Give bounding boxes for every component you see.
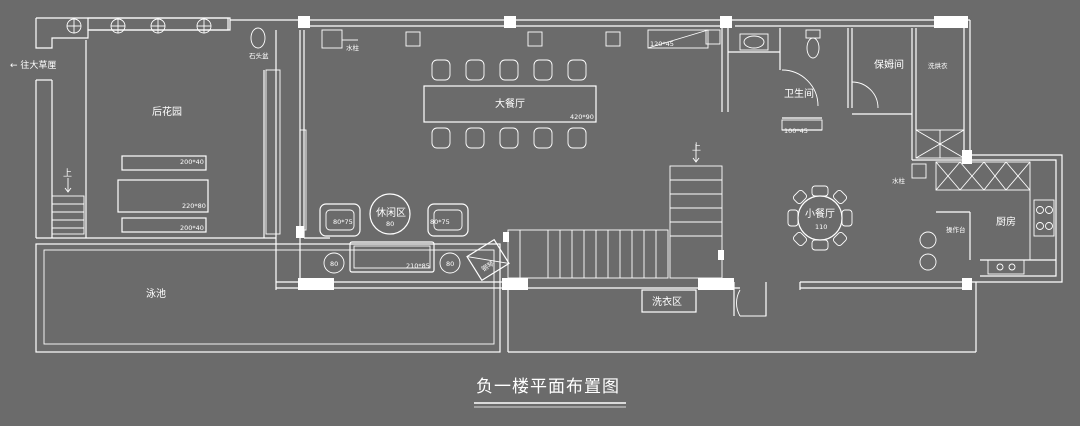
dim-stool-right: 80 — [446, 260, 454, 268]
label-water-pillar-1: 水柱 — [346, 43, 360, 52]
label-up-1: 上 — [63, 168, 72, 179]
cabinet — [647, 29, 709, 49]
label-water-pillar-2: 水柱 — [892, 176, 906, 185]
dim-armchair-left: 80*75 — [333, 218, 353, 226]
bathroom-fixtures — [739, 29, 927, 179]
bench-top — [121, 155, 207, 171]
label-big-dining: 大餐厅 — [495, 97, 525, 110]
label-laundry: 洗衣区 — [652, 295, 682, 308]
stairs — [507, 144, 723, 279]
label-up-2: 上 — [692, 142, 701, 153]
label-pool: 泳池 — [146, 287, 166, 300]
dim-armchair-right: 80*75 — [430, 218, 450, 226]
label-lounge: 休闲区 — [376, 206, 406, 219]
plan-title: 负一楼平面布置图 — [476, 377, 620, 397]
garden-furniture — [51, 17, 266, 235]
dim-big-table: 420*90 — [570, 113, 594, 121]
stone-basin-shape — [250, 27, 266, 49]
garden-table — [117, 179, 209, 213]
dim-sofa: 210*85 — [406, 262, 430, 270]
big-dining-furniture — [321, 29, 721, 149]
dim-round-table: 110 — [815, 223, 827, 231]
dim-garden-table: 220*80 — [182, 202, 206, 210]
dim-stool-left: 80 — [330, 260, 338, 268]
label-back-garden: 后花园 — [152, 105, 182, 118]
dim-shower: 100*45 — [784, 127, 808, 135]
lounge-furniture — [319, 193, 510, 282]
dim-piano: 钢琴 — [480, 259, 496, 273]
label-nanny-room: 保姆间 — [874, 58, 904, 71]
wall-pillars — [296, 16, 972, 290]
label-prep-counter: 操作台 — [946, 225, 966, 234]
big-dining-table — [423, 85, 597, 123]
label-washer-dryer: 洗烘衣 — [928, 61, 948, 70]
label-stone-basin: 石头盆 — [249, 51, 269, 60]
dim-lounge-table: 80 — [386, 220, 394, 228]
outer-walls — [35, 17, 1063, 353]
dim-cabinet: 120*45 — [650, 40, 674, 48]
label-to-greenhouse: ← 往大草厘 — [10, 59, 56, 71]
bench-bottom — [121, 217, 207, 233]
label-small-dining: 小餐厅 — [805, 207, 835, 220]
dim-bench-bottom: 200*40 — [180, 224, 204, 232]
label-kitchen: 厨房 — [996, 215, 1016, 228]
label-bathroom: 卫生间 — [784, 87, 814, 100]
small-dining-furniture — [787, 185, 853, 251]
interior-walls — [263, 28, 1056, 317]
kitchen-fixtures — [919, 161, 1055, 271]
dim-bench-top: 200*40 — [180, 158, 204, 166]
